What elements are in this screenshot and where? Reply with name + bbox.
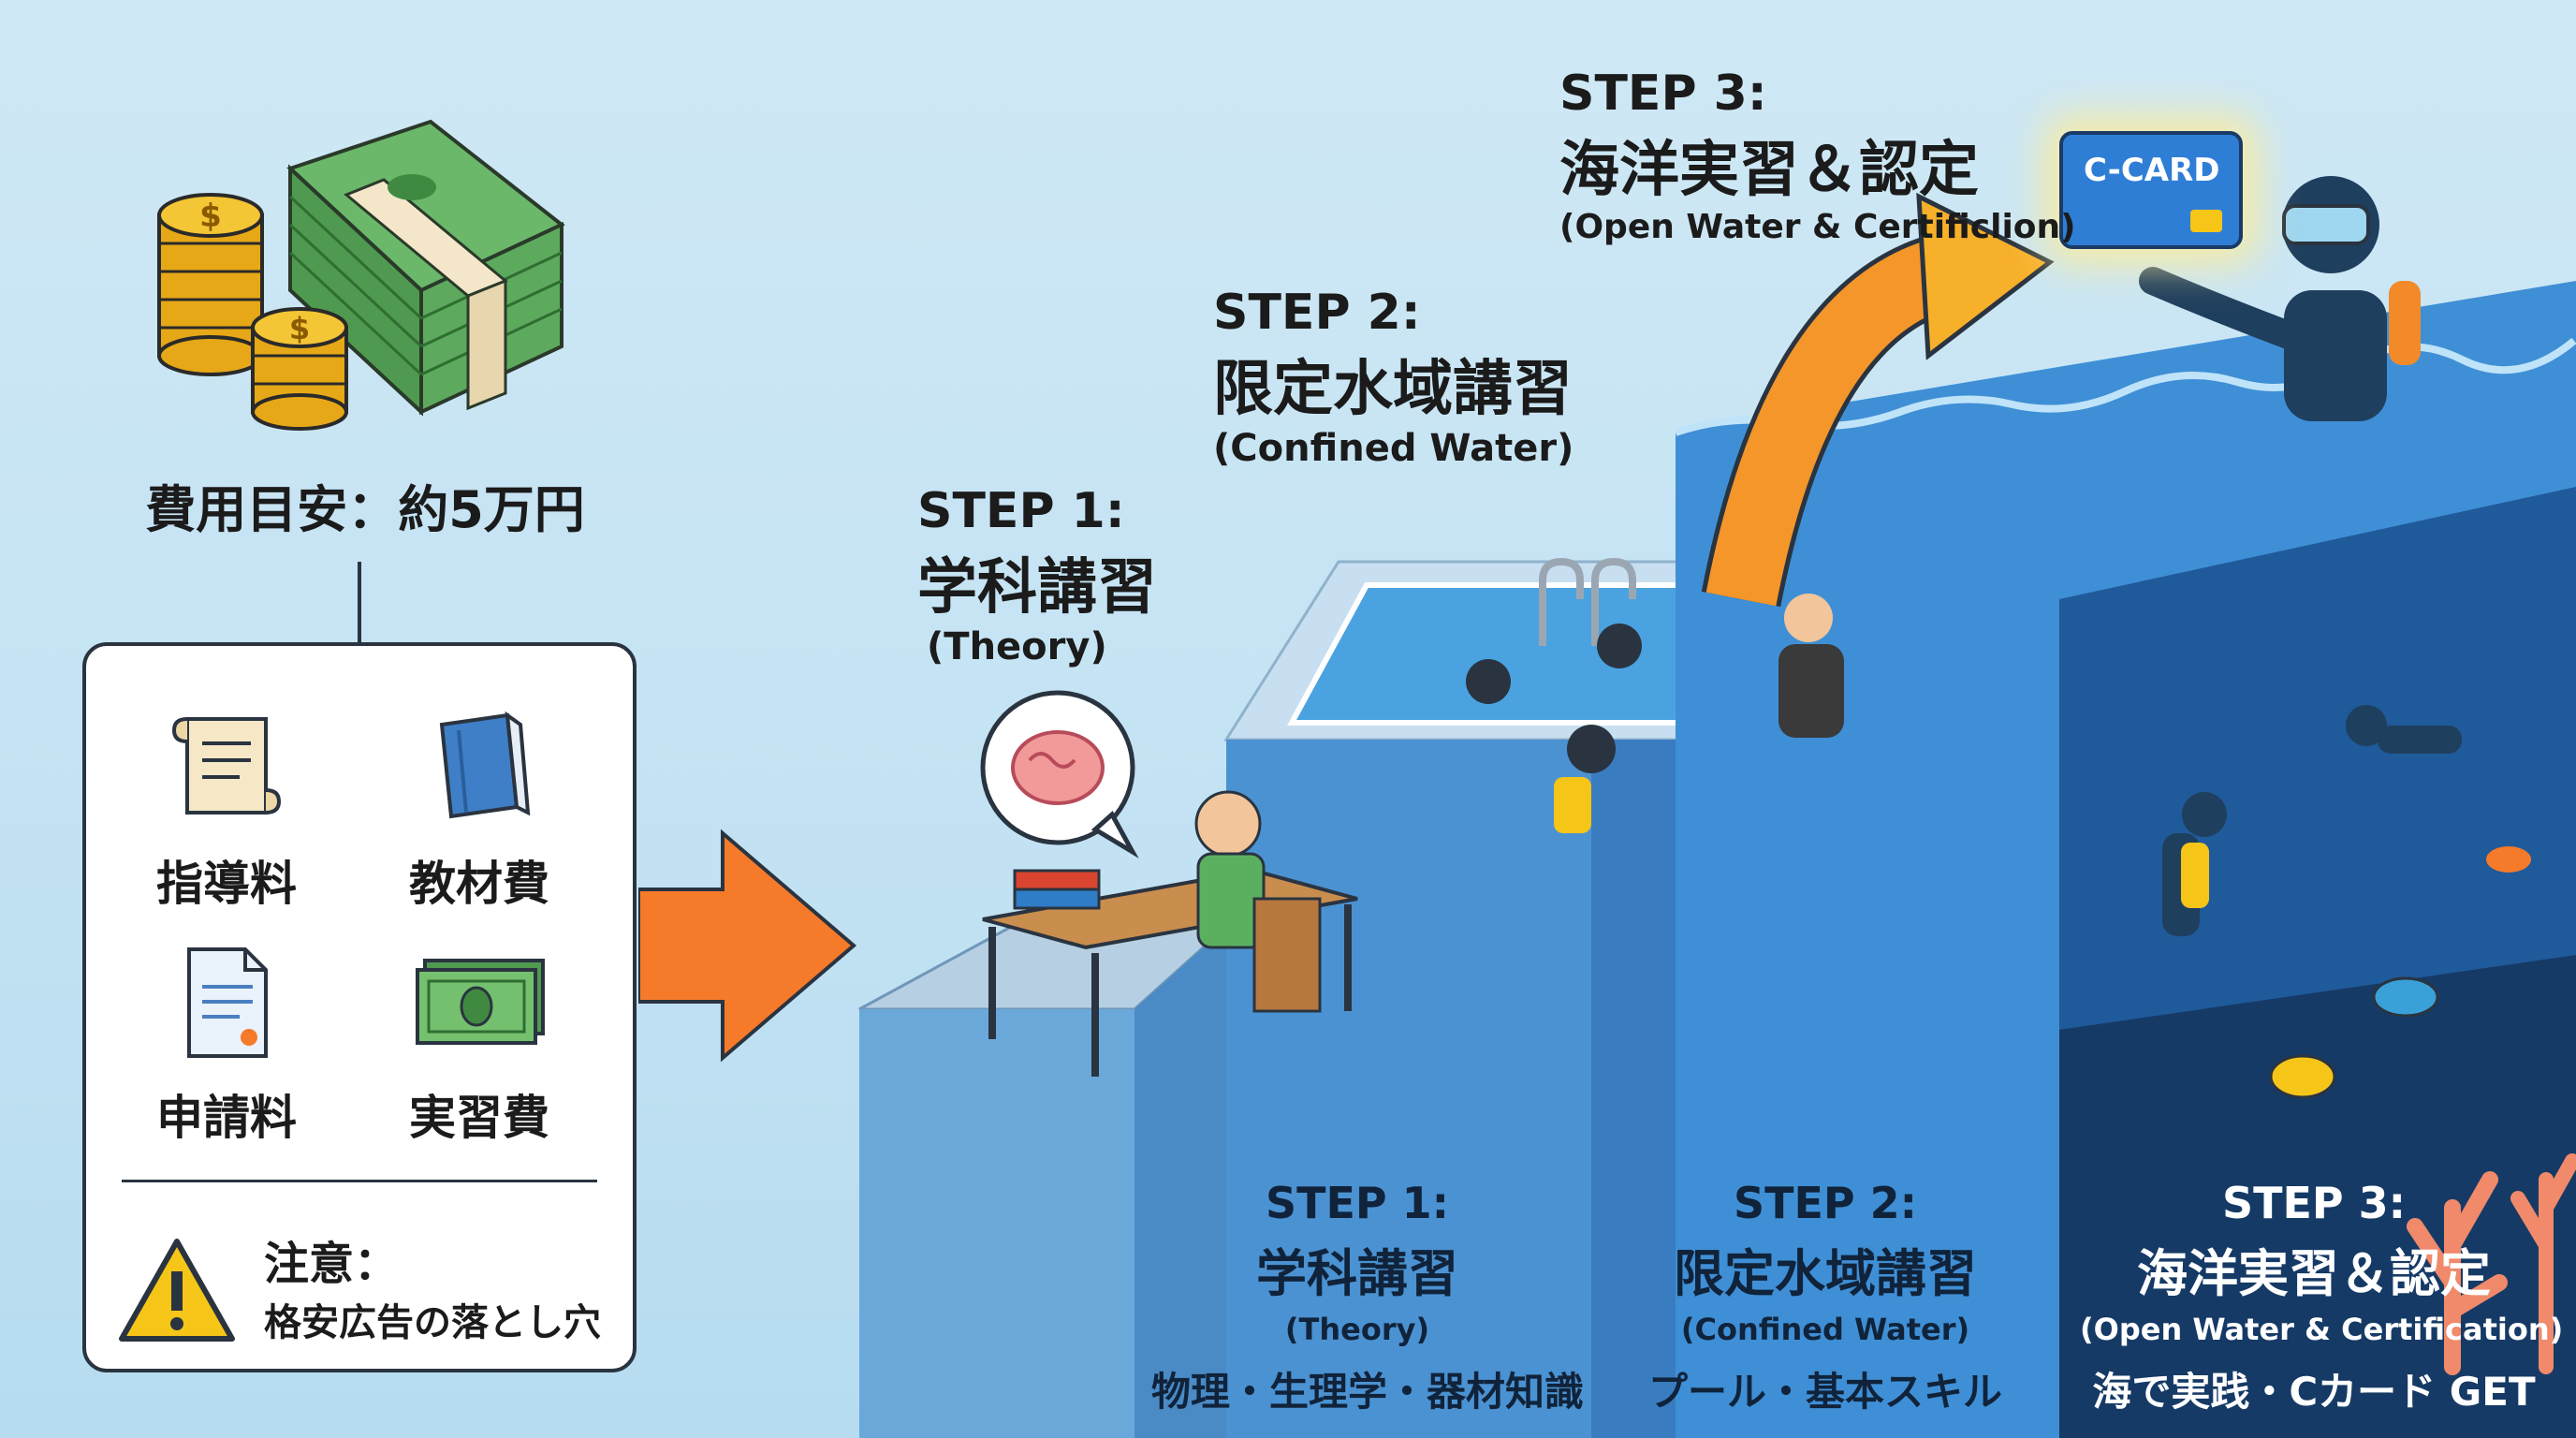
step-sub: (Open Water & Certificlion)	[1559, 208, 2076, 246]
c-card: C-CARD	[2059, 131, 2243, 249]
step-3-top-label: STEP 3: 海洋実習＆認定 (Open Water & Certificli…	[1559, 66, 2076, 246]
step-sub: (Confined Water)	[1680, 1312, 1970, 1347]
cost-breakdown-card: 指導料 教材費 申請料 実習費 注意： 格安広告の落とし穴	[82, 642, 637, 1372]
banknote-icon	[416, 959, 545, 1045]
divider	[122, 1180, 597, 1182]
step-1-top-label: STEP 1: 学科講習 (Theory)	[917, 483, 1157, 668]
warning-text: 格安広告の落とし穴	[264, 1301, 601, 1344]
c-card-label: C-CARD	[2084, 152, 2220, 189]
step-detail: 海で実践・Cカード GET	[2092, 1369, 2536, 1415]
cost-item-application-fee: 申請料	[114, 936, 339, 1148]
sea-life	[2269, 846, 2576, 1375]
step-head: STEP 3:	[1559, 66, 1767, 122]
progress-curve-arrow-icon	[1701, 192, 2055, 608]
step-title: 学科講習	[1256, 1244, 1458, 1303]
coin-stack-icon: $	[251, 307, 348, 431]
step-sub: (Theory)	[1284, 1312, 1430, 1347]
money-illustration: $ $	[157, 119, 565, 431]
cost-item-training-fee: 実習費	[367, 936, 592, 1148]
warning-title: 注意：	[264, 1238, 400, 1290]
step-detail: プール・基本スキル	[1647, 1369, 2002, 1415]
step-detail: 物理・生理学・器材知識	[1151, 1369, 1585, 1415]
card-chip-icon	[2190, 210, 2222, 232]
cost-item-label: 申請料	[156, 1091, 297, 1145]
step-1-bottom-label: STEP 1: 学科講習 (Theory) 物理・生理学・器材知識	[1151, 1178, 1585, 1417]
step-head: STEP 3:	[2221, 1178, 2407, 1228]
step-2-bottom-label: STEP 2: 限定水域講習 (Confined Water) プール・基本スキ…	[1610, 1178, 2041, 1417]
warning-icon	[119, 1239, 235, 1342]
scroll-icon	[171, 717, 282, 814]
connector-line	[358, 562, 361, 642]
step-sub: (Theory)	[927, 625, 1107, 668]
cost-item-label: 指導料	[156, 857, 297, 911]
certified-diver	[2139, 176, 2421, 421]
book-icon	[439, 711, 531, 819]
step-title: 学科講習	[917, 553, 1157, 623]
document-icon	[187, 947, 268, 1058]
banknote-stack-icon	[286, 119, 565, 417]
cost-item-label: 実習費	[409, 1091, 549, 1145]
brain-icon	[980, 690, 1139, 858]
step-sub: (Open Water & Certification)	[2080, 1312, 2564, 1347]
step-head: STEP 1:	[917, 483, 1125, 539]
cost-item-materials-fee: 教材費	[367, 702, 592, 914]
flow-arrow-icon	[638, 829, 857, 1063]
cost-item-label: 教材費	[409, 857, 549, 911]
ocean-divers	[2162, 705, 2462, 936]
step-3-bottom-label: STEP 3: 海洋実習＆認定 (Open Water & Certificat…	[2080, 1178, 2564, 1417]
step-title: 海洋実習＆認定	[1559, 136, 1979, 205]
step-head: STEP 2:	[1213, 285, 1421, 341]
svg-text:$: $	[289, 311, 310, 346]
step-title: 限定水域講習	[1674, 1244, 1977, 1303]
step-sub: (Confined Water)	[1213, 427, 1574, 470]
study-desk	[982, 790, 1358, 1077]
step-2-top-label: STEP 2: 限定水域講習 (Confined Water)	[1213, 285, 1573, 470]
step-head: STEP 1:	[1265, 1178, 1450, 1228]
pool-divers	[1466, 594, 1844, 833]
ladder-icon	[1539, 557, 1636, 646]
svg-text:$: $	[199, 198, 222, 235]
cost-estimate-title: 費用目安：約5万円	[145, 480, 585, 539]
step-title: 海洋実習＆認定	[2137, 1244, 2491, 1303]
step-title: 限定水域講習	[1213, 355, 1573, 424]
step-head: STEP 2:	[1733, 1178, 1918, 1228]
cost-item-instruction-fee: 指導料	[114, 702, 339, 914]
